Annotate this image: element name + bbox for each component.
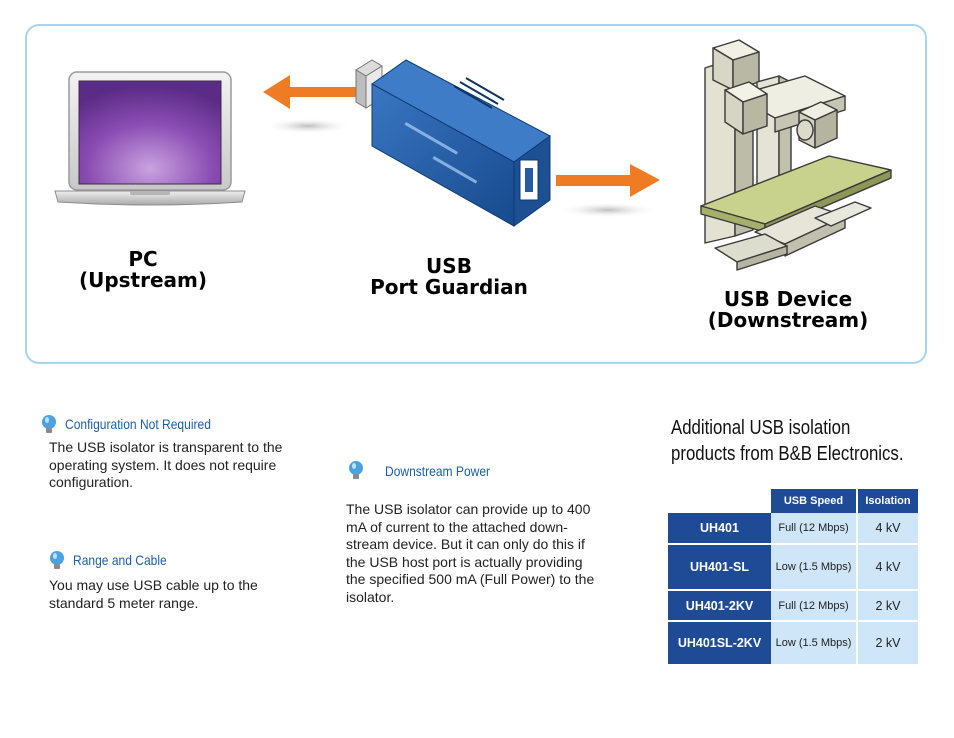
table-cell-isolation: 4 kV (857, 513, 918, 545)
table-cell-speed: Low (1.5 Mbps) (771, 621, 858, 666)
usb-device-image (700, 39, 892, 271)
guardian-label-line2: Port Guardian (370, 275, 528, 299)
table-cell-isolation: 2 kV (857, 590, 918, 622)
tip-body-line: You may use USB cable up to the (49, 577, 258, 593)
usb-device-label: USB Device (Downstream) (690, 289, 886, 331)
lightbulb-icon (349, 461, 363, 479)
guardian-label-line1: USB (426, 254, 472, 278)
tip-body-line: operating system. It does not require (49, 456, 277, 473)
usb-device-label-line1: USB Device (723, 287, 853, 311)
table-row: UH401 Full (12 Mbps) 4 kV (668, 513, 918, 545)
table-cell-speed: Full (12 Mbps) (771, 590, 858, 622)
tip-title: Downstream Power (385, 463, 491, 479)
tip-body-line: The USB isolator is transparent to the (49, 439, 283, 455)
table-row: UH401-2KV Full (12 Mbps) 2 kV (668, 590, 918, 622)
table-cell-model: UH401-SL (668, 544, 771, 591)
products-title: Additional USB isolation products from B… (671, 415, 903, 467)
tip-body-line: standard 5 meter range. (49, 594, 199, 611)
pc-label-line1: PC (128, 247, 158, 271)
tip-body-line: The USB isolator can provide up to 400 (346, 501, 591, 517)
laptop-image (54, 71, 246, 206)
table-header-blank (668, 489, 771, 513)
table-cell-model: UH401-2KV (668, 590, 771, 622)
table-cell-isolation: 2 kV (857, 621, 918, 666)
arrow-left-icon (263, 75, 356, 134)
tip-body-line: isolator. (346, 588, 395, 605)
tip-body: The USB isolator is transparent to the o… (49, 439, 299, 492)
products-title-line1: Additional USB isolation (671, 417, 851, 439)
lightbulb-icon (50, 551, 64, 569)
tip-body-line: the specified 500 mA (Full Power) to the (346, 571, 595, 587)
table-header-speed: USB Speed (771, 489, 858, 513)
table-cell-model: UH401SL-2KV (668, 621, 771, 666)
tip-body: You may use USB cable up to the standard… (49, 577, 299, 612)
table-row: UH401-SL Low (1.5 Mbps) 4 kV (668, 544, 918, 591)
tip-title: Configuration Not Required (65, 416, 211, 432)
products-title-line2: products from B&B Electronics. (671, 443, 904, 465)
tip-body: The USB isolator can provide up to 400 m… (346, 501, 611, 606)
table-cell-speed: Full (12 Mbps) (771, 513, 858, 545)
tip-title: Range and Cable (73, 552, 167, 568)
table-header-row: USB Speed Isolation (668, 489, 918, 513)
pc-label-line2: (Upstream) (78, 268, 208, 292)
arrow-right-icon (556, 164, 660, 218)
table-cell-model: UH401 (668, 513, 771, 545)
tip-body-line: stream device. But it can only do this i… (346, 536, 585, 552)
tip-body-line: mA of current to the attached down- (346, 518, 568, 535)
usb-device-label-line2: (Downstream) (707, 308, 869, 332)
tip-body-line: configuration. (49, 474, 134, 490)
guardian-label: USB Port Guardian (344, 256, 554, 298)
table-header-isolation: Isolation (857, 489, 918, 513)
products-table: USB Speed Isolation UH401 Full (12 Mbps)… (668, 489, 918, 666)
lightbulb-icon (42, 415, 56, 433)
table-cell-speed: Low (1.5 Mbps) (771, 544, 858, 591)
table-cell-isolation: 4 kV (857, 544, 918, 591)
table-row: UH401SL-2KV Low (1.5 Mbps) 2 kV (668, 621, 918, 666)
usb-port-guardian-image (355, 59, 551, 227)
tip-body-line: the USB host port is actually providing (346, 553, 583, 570)
pc-label: PC (Upstream) (60, 249, 226, 291)
